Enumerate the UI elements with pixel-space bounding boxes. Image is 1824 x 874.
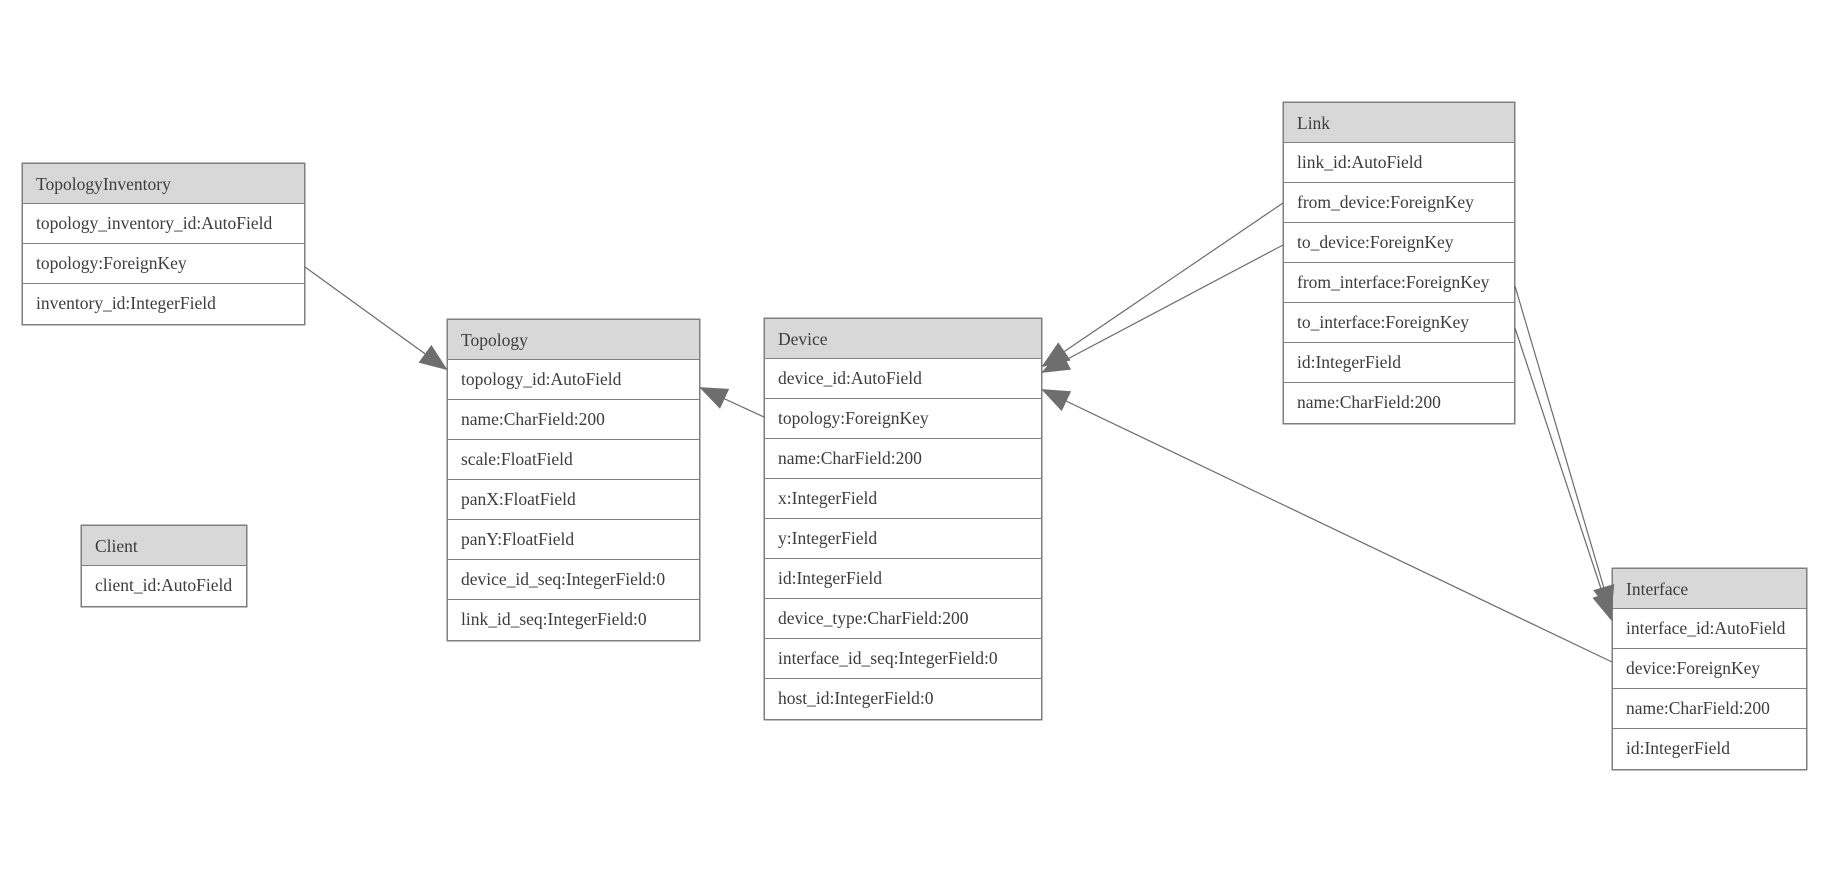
field-row: y:IntegerField — [765, 519, 1041, 559]
relation-interface.device->device.device_id — [1041, 389, 1613, 663]
field-row: interface_id_seq:IntegerField:0 — [765, 639, 1041, 679]
relation-link.to_device->device.device_id — [1041, 244, 1284, 373]
entity-title: Topology — [448, 320, 699, 360]
field-row: inventory_id:IntegerField — [23, 284, 304, 324]
field-row: id:IntegerField — [765, 559, 1041, 599]
relation-link.to_interface->interface.interface_id — [1514, 327, 1614, 621]
field-row: topology_id:AutoField — [448, 360, 699, 400]
field-row: topology_inventory_id:AutoField — [23, 204, 304, 244]
field-row: id:IntegerField — [1284, 343, 1514, 383]
field-row: from_device:ForeignKey — [1284, 183, 1514, 223]
field-row: link_id:AutoField — [1284, 143, 1514, 183]
field-row: to_interface:ForeignKey — [1284, 303, 1514, 343]
field-row: x:IntegerField — [765, 479, 1041, 519]
field-row: name:CharField:200 — [1613, 689, 1806, 729]
relation-link.from_interface->interface.interface_id — [1514, 285, 1615, 614]
field-row: host_id:IntegerField:0 — [765, 679, 1041, 719]
field-row: panX:FloatField — [448, 480, 699, 520]
field-row: topology:ForeignKey — [765, 399, 1041, 439]
field-row: name:CharField:200 — [1284, 383, 1514, 423]
field-row: topology:ForeignKey — [23, 244, 304, 284]
entity-title: Link — [1284, 103, 1514, 143]
field-row: device_id:AutoField — [765, 359, 1041, 399]
field-row: link_id_seq:IntegerField:0 — [448, 600, 699, 640]
relation-topology_inventory.topology->topology.topology_id — [304, 266, 448, 371]
field-row: device_id_seq:IntegerField:0 — [448, 560, 699, 600]
field-row: id:IntegerField — [1613, 729, 1806, 769]
entity-title: Client — [82, 526, 246, 566]
relation-link.from_device->device.device_id — [1041, 202, 1284, 368]
field-row: client_id:AutoField — [82, 566, 246, 606]
field-row: name:CharField:200 — [765, 439, 1041, 479]
field-row: scale:FloatField — [448, 440, 699, 480]
field-row: to_device:ForeignKey — [1284, 223, 1514, 263]
field-row: from_interface:ForeignKey — [1284, 263, 1514, 303]
entity-title: TopologyInventory — [23, 164, 304, 204]
relation-device.topology->topology.topology_id — [699, 387, 765, 418]
field-row: name:CharField:200 — [448, 400, 699, 440]
entity-title: Interface — [1613, 569, 1806, 609]
field-row: device_type:CharField:200 — [765, 599, 1041, 639]
entity-title: Device — [765, 319, 1041, 359]
field-row: device:ForeignKey — [1613, 649, 1806, 689]
field-row: panY:FloatField — [448, 520, 699, 560]
field-row: interface_id:AutoField — [1613, 609, 1806, 649]
